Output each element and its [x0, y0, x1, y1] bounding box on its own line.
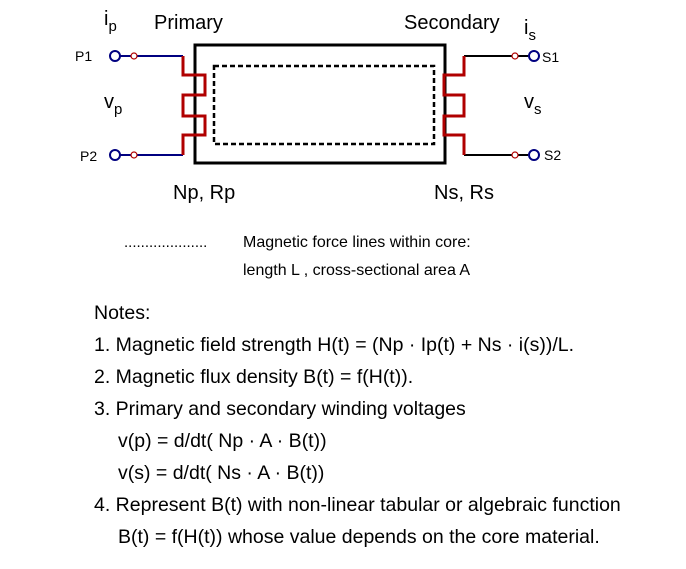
- primary-label: Primary: [154, 12, 223, 34]
- note-3: 3. Primary and secondary winding voltage…: [94, 398, 466, 420]
- legend-line2: length L , cross-sectional area A: [243, 262, 470, 279]
- vp-label: vp: [104, 91, 122, 118]
- notes-heading: Notes:: [94, 302, 151, 324]
- s1-node: [511, 52, 519, 60]
- is-label: is: [524, 17, 536, 44]
- legend-dots: ....................: [124, 234, 207, 251]
- secondary-winding: [442, 56, 466, 155]
- p2-label: P2: [80, 148, 97, 164]
- notes-block: Notes: 1. Magnetic field strength H(t) =…: [94, 297, 621, 553]
- flux-path: [212, 64, 436, 146]
- s2-node: [511, 151, 519, 159]
- secondary-label: Secondary: [404, 12, 500, 34]
- p1-node: [130, 52, 138, 60]
- primary-winding: [181, 56, 207, 155]
- p2-terminal[interactable]: [109, 149, 121, 161]
- p1-label: P1: [75, 48, 92, 64]
- s1-terminal[interactable]: [528, 50, 540, 62]
- core-outline: [193, 43, 447, 165]
- p1-terminal[interactable]: [109, 50, 121, 62]
- vs-label: vs: [524, 91, 542, 118]
- note-3b: v(s) = d/dt( Ns · A · B(t)): [118, 462, 325, 484]
- note-1: 1. Magnetic field strength H(t) = (Np · …: [94, 334, 575, 356]
- s2-label: S2: [544, 147, 561, 163]
- s1-label: S1: [542, 49, 559, 65]
- p2-node: [130, 151, 138, 159]
- legend-line1: Magnetic force lines within core:: [243, 234, 471, 251]
- note-3a: v(p) = d/dt( Np · A · B(t)): [118, 430, 327, 452]
- np-rp-label: Np, Rp: [173, 182, 235, 204]
- s2-terminal[interactable]: [528, 149, 540, 161]
- note-4: 4. Represent B(t) with non-linear tabula…: [94, 494, 621, 516]
- note-2: 2. Magnetic flux density B(t) = f(H(t)).: [94, 366, 414, 388]
- ip-label: ip: [104, 8, 117, 35]
- ns-rs-label: Ns, Rs: [434, 182, 494, 204]
- note-4a: B(t) = f(H(t)) whose value depends on th…: [118, 526, 600, 548]
